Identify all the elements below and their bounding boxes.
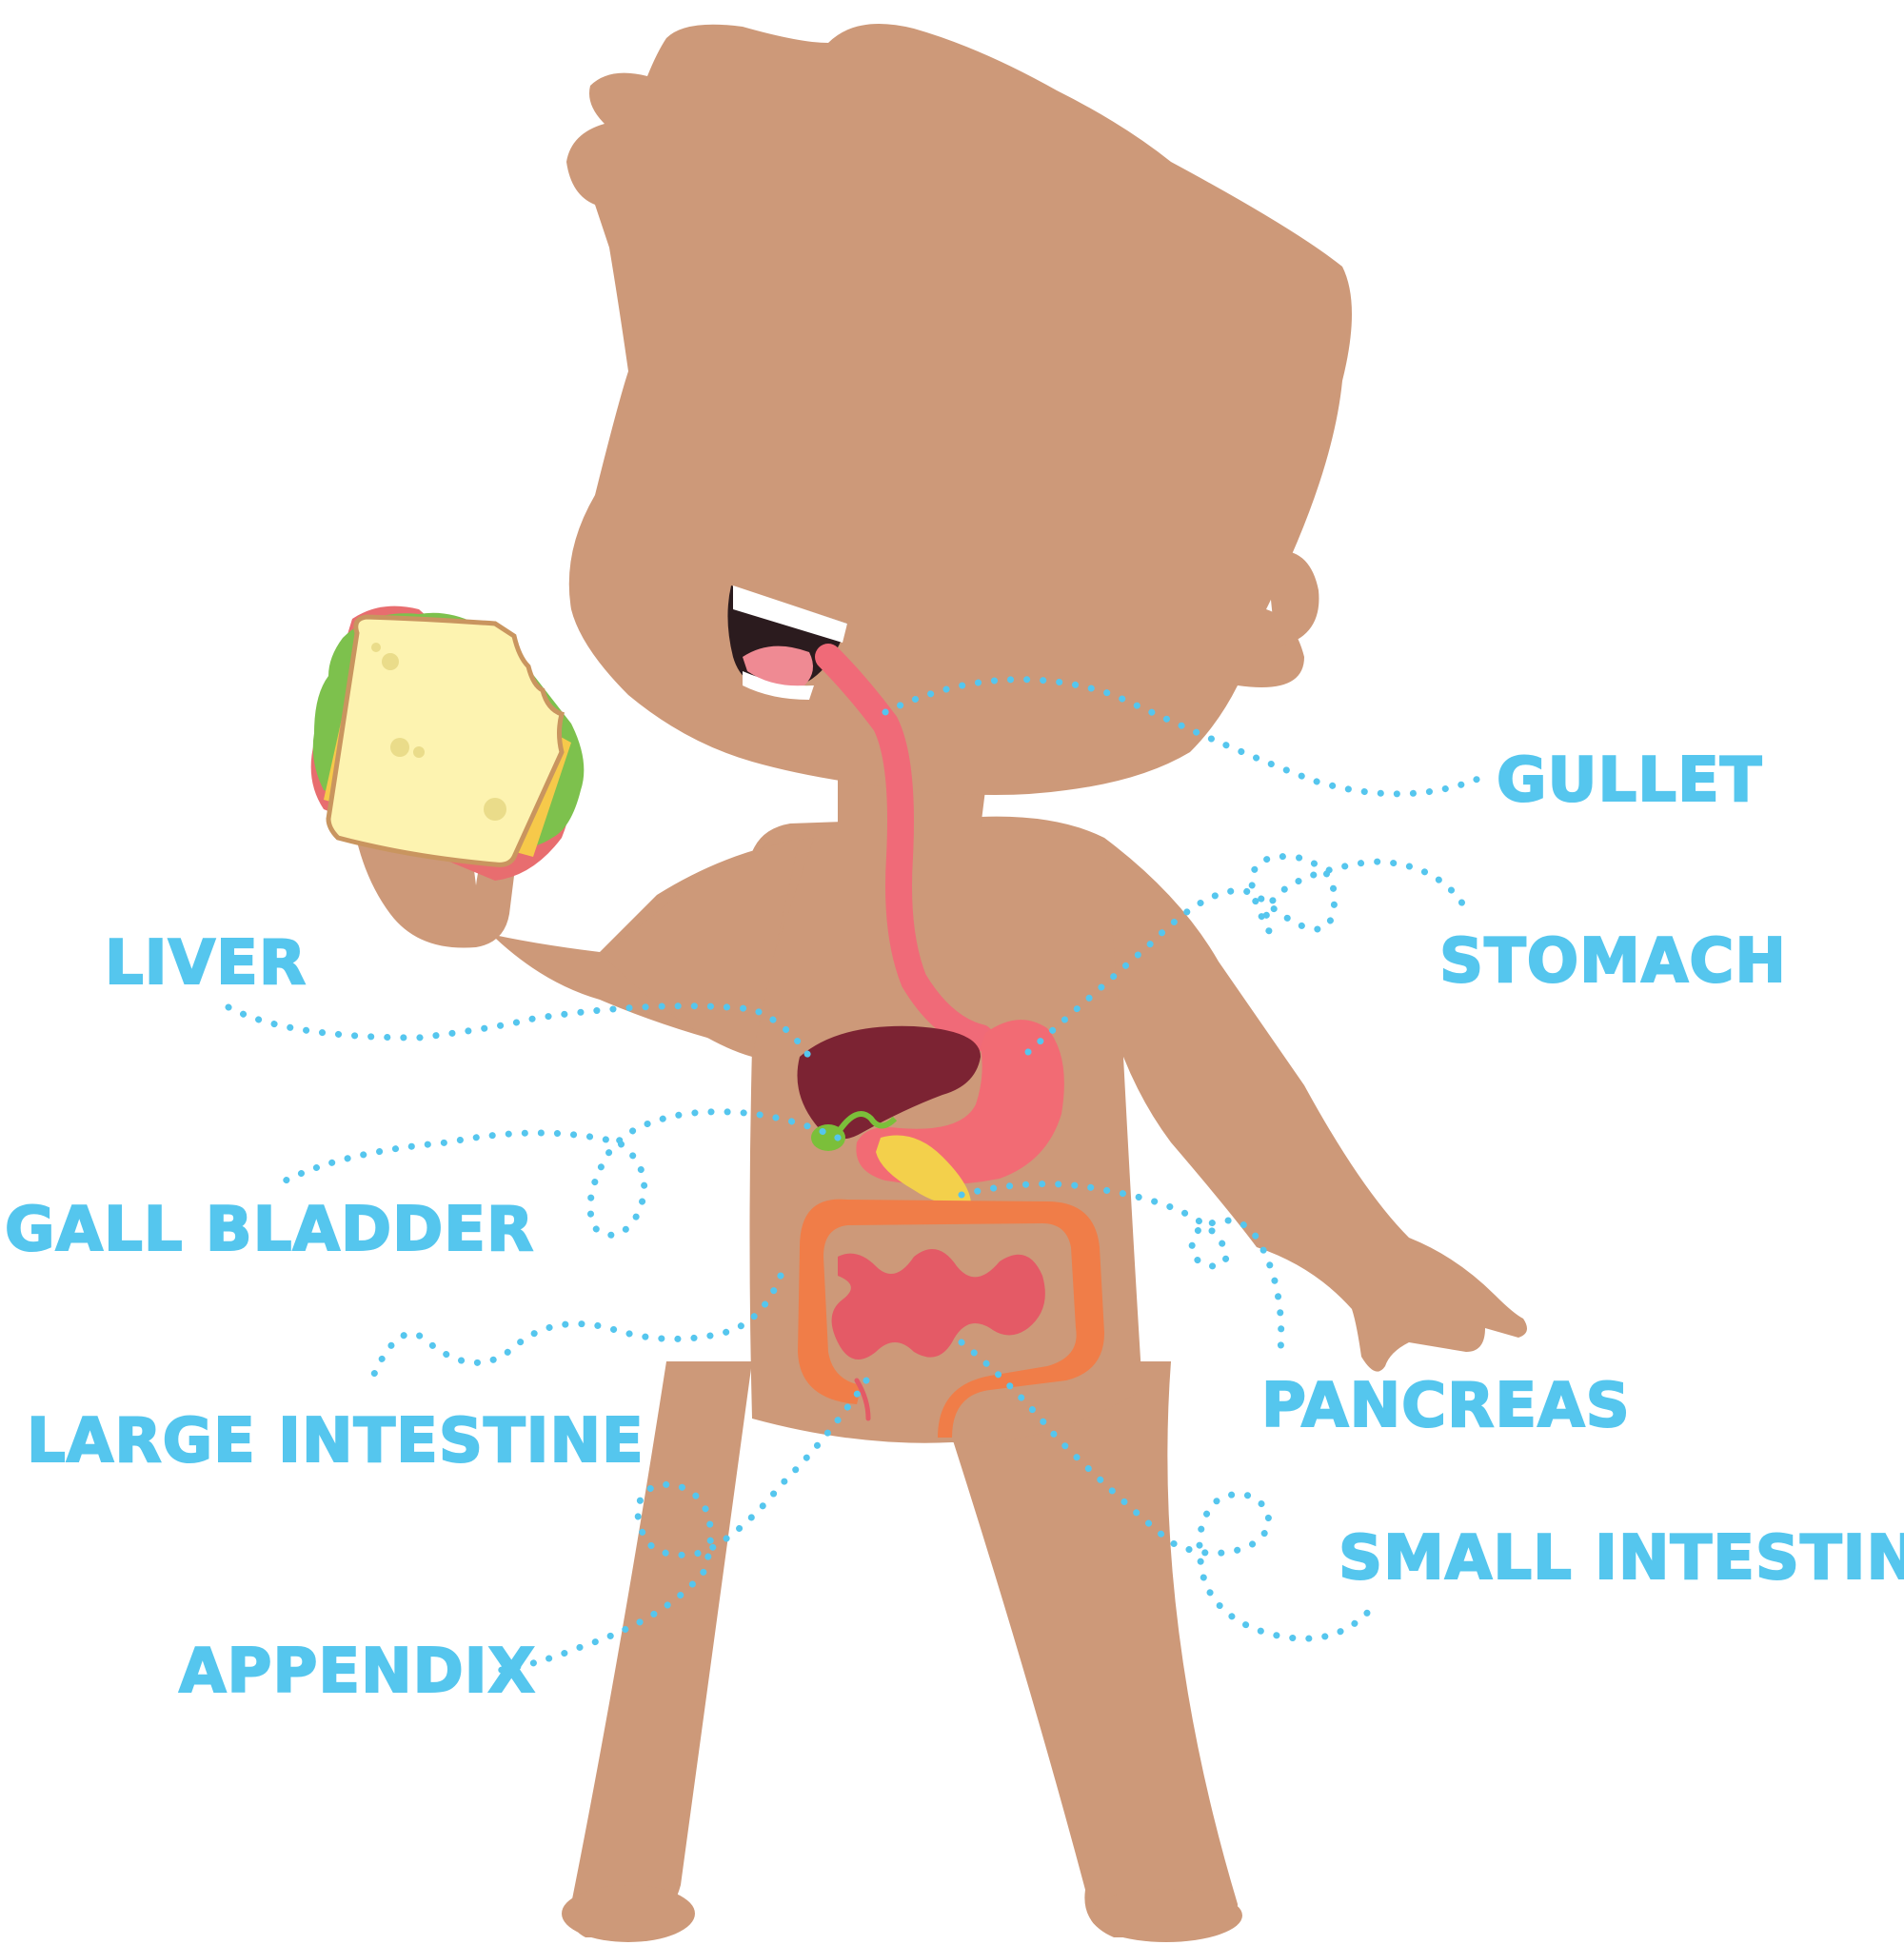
upper-teeth (733, 585, 847, 643)
right-foot (1090, 1889, 1242, 1942)
bile-duct (835, 1111, 898, 1135)
small-intestine (831, 1249, 1045, 1360)
right-arm (1104, 838, 1527, 1372)
label-small-intestine: SMALL INTESTINE (1338, 1523, 1904, 1594)
left-leg (570, 1361, 752, 1937)
sandwich-bread (326, 614, 565, 867)
label-large-intestine: LARGE INTESTINE (26, 1406, 645, 1477)
organs (797, 644, 1104, 1438)
label-gall-bladder: GALL BLADDER (4, 1195, 535, 1265)
appendix-leader (491, 1377, 870, 1675)
head (566, 24, 1352, 795)
ear (1266, 550, 1319, 647)
label-liver: LIVER (104, 928, 307, 999)
large-intestine (798, 1199, 1104, 1438)
bread-dot (371, 643, 381, 652)
bread-dot (390, 738, 409, 757)
left-arm-upper (600, 838, 800, 1057)
right-leg (885, 1361, 1238, 1937)
label-pancreas: PANCREAS (1260, 1371, 1631, 1441)
bread-dot (413, 746, 425, 758)
bread-dot (484, 798, 506, 821)
pancreas-leader (958, 1181, 1285, 1356)
label-gullet: GULLET (1496, 745, 1763, 816)
tongue (743, 645, 813, 686)
liver (797, 1025, 981, 1140)
liver-leader (225, 1002, 818, 1068)
label-stomach: STOMACH (1438, 926, 1787, 997)
gullet-leader (882, 676, 1489, 798)
leader-lines (225, 676, 1489, 1675)
pancreas (876, 1135, 971, 1205)
gullet (815, 644, 994, 1051)
sandwich (310, 605, 585, 881)
left-foot (562, 1885, 695, 1942)
label-appendix: APPENDIX (178, 1637, 536, 1707)
large-intestine-leader (367, 1272, 784, 1384)
appendix (854, 1378, 871, 1421)
bread-dot (382, 653, 399, 670)
